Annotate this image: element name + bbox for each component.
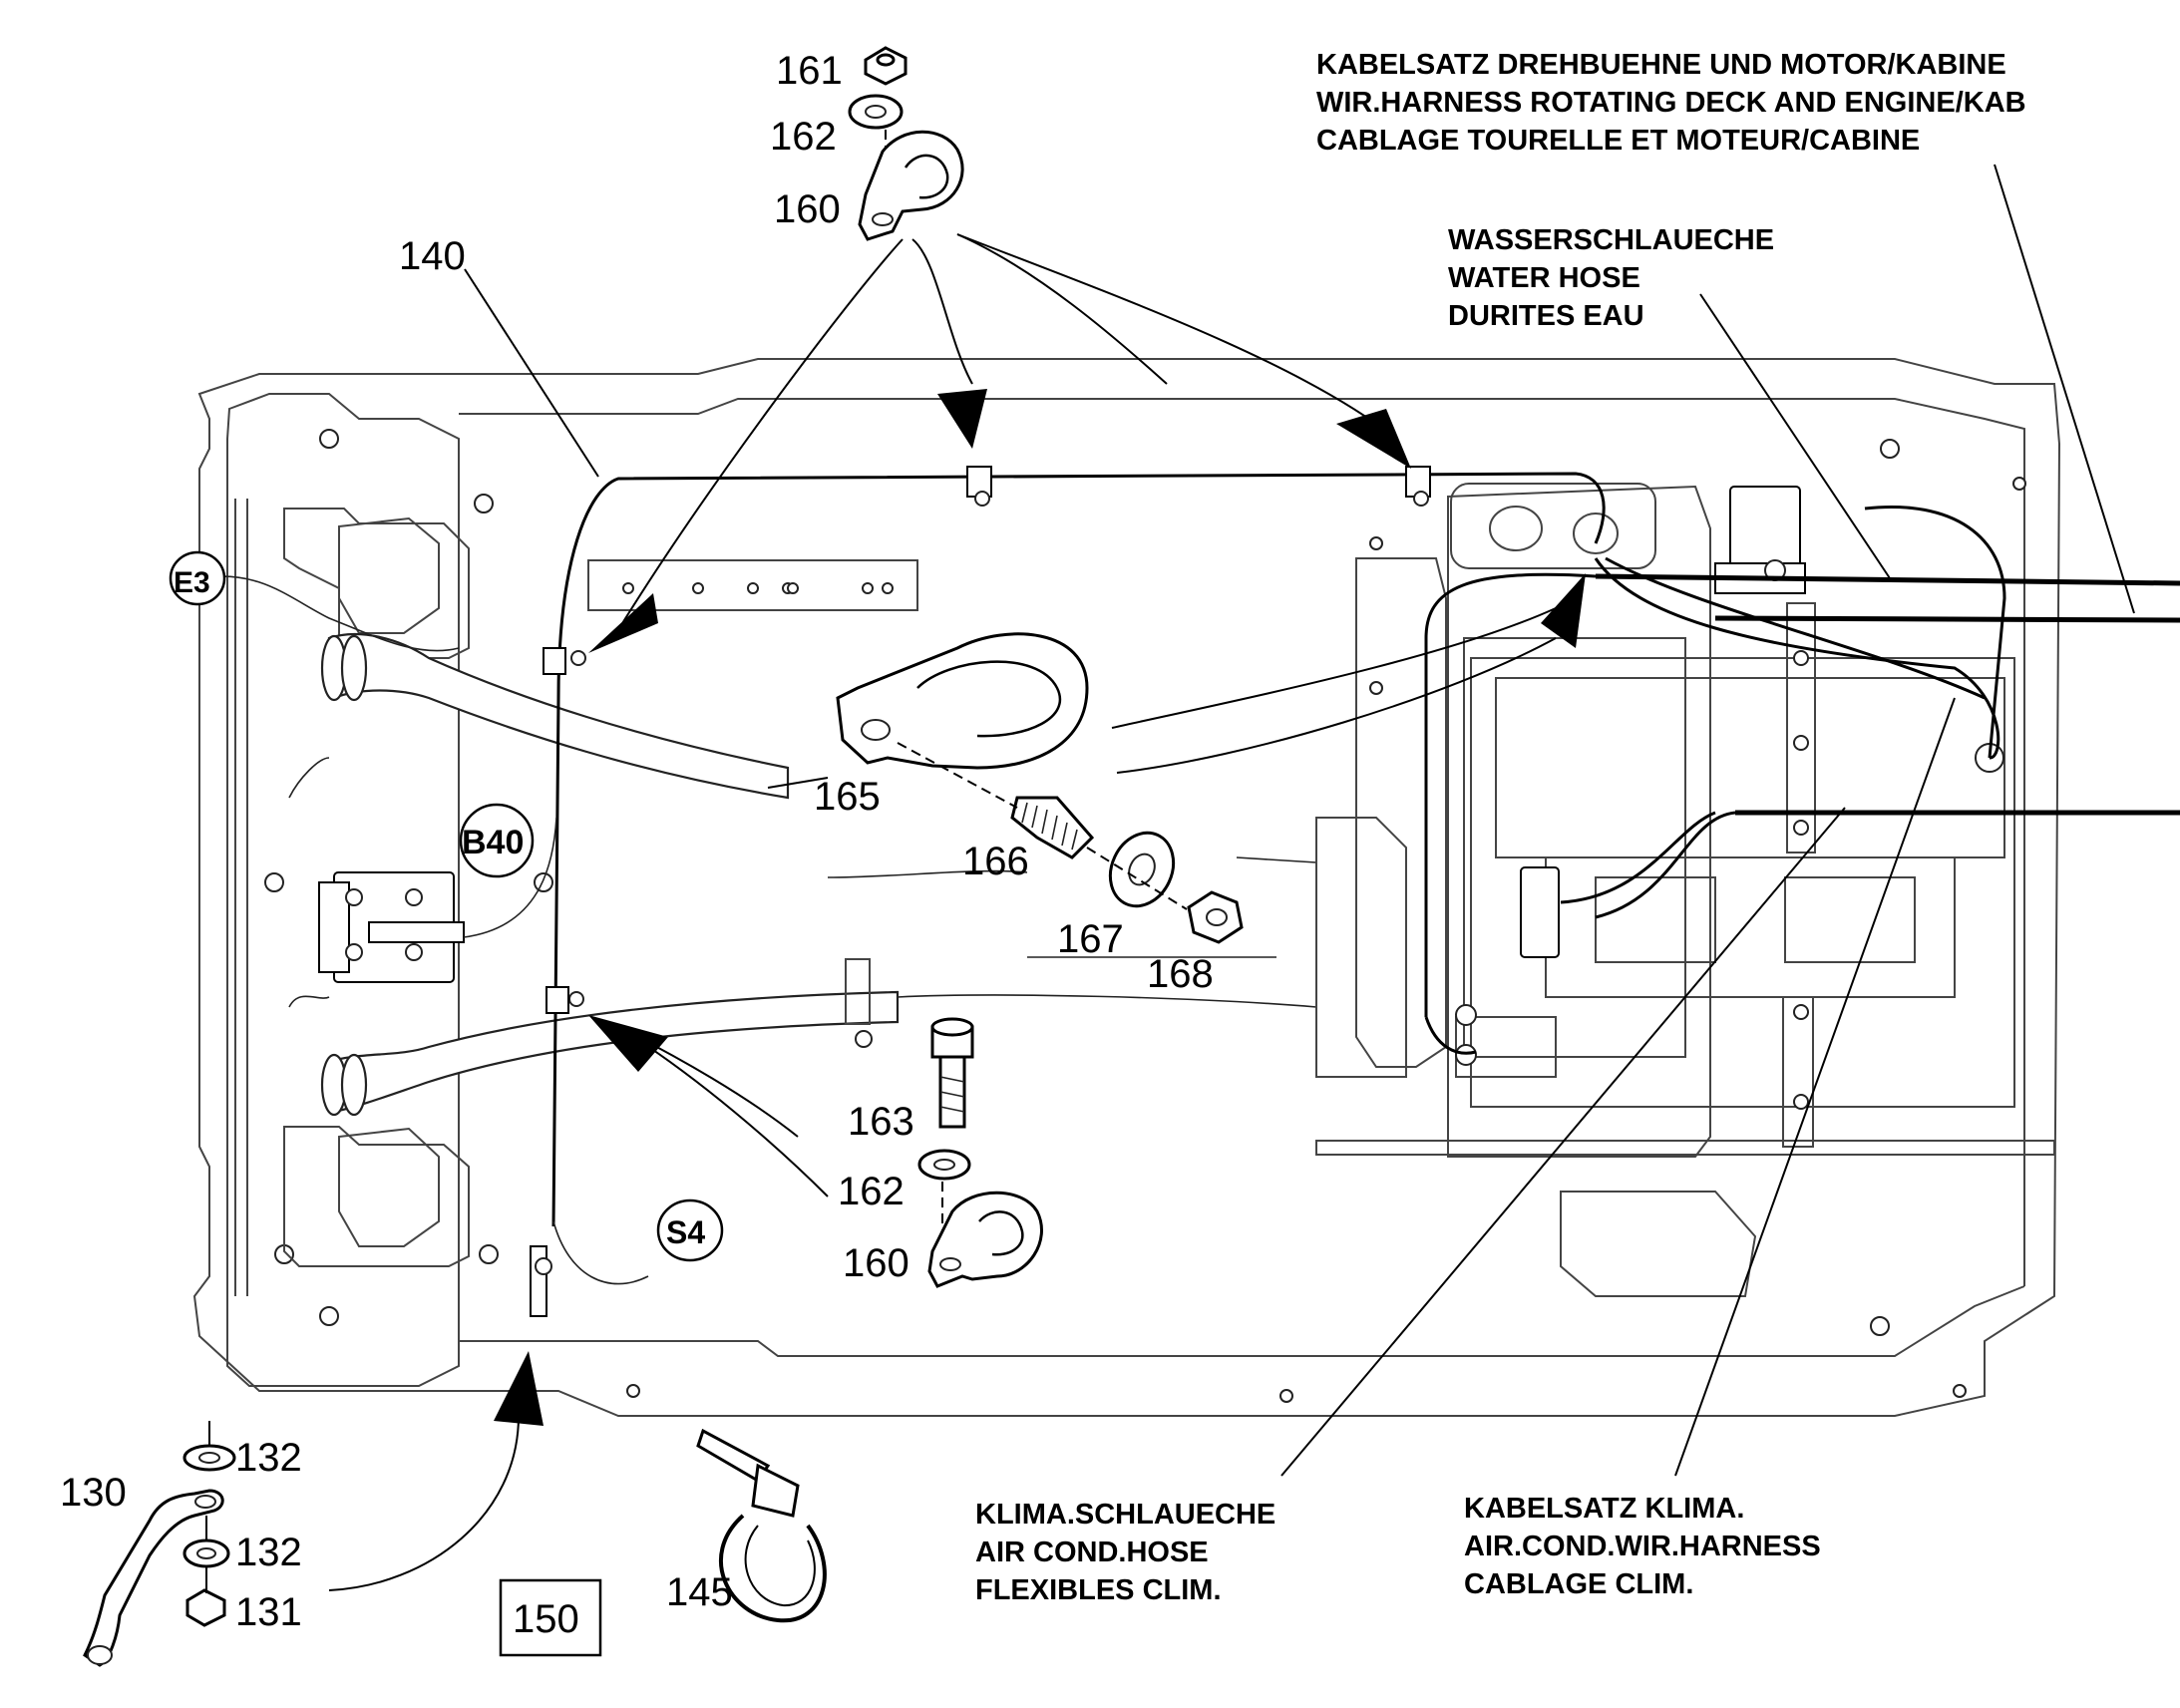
callout-labels: 161 162 160 140 165 166 167 168 163 162 … [60,49,1214,1657]
callout-130: 130 [60,1471,127,1515]
washer-167 [1108,831,1176,908]
left-bracket-lower [283,1126,470,1267]
caption-aircond-hose-en: AIR COND.HOSE [975,1537,1209,1568]
caption-aircond-hose-fr: FLEXIBLES CLIM. [975,1574,1222,1606]
left-bracket-upper [283,508,470,659]
caption-harness-deck-en: WIR.HARNESS ROTATING DECK AND ENGINE/KAB [1316,87,2026,119]
caption-aircond-hose-de: KLIMA.SCHLAUECHE [975,1499,1275,1531]
bottom-clamp-assembly [917,1017,1043,1288]
callout-140: 140 [399,234,466,278]
arrows [328,233,1586,1591]
caption-water-hose-fr: DURITES EAU [1448,300,1644,332]
caption-harness-deck-de: KABELSATZ DREHBUEHNE UND MOTOR/KABINE [1316,49,2006,81]
callout-132-bottom: 132 [235,1531,302,1574]
caption-aircond-harness: KABELSATZ KLIMA. AIR.COND.WIR.HARNESS CA… [1464,1493,1821,1600]
caption-aircond-harness-de: KABELSATZ KLIMA. [1464,1493,1744,1525]
caption-water-hose: WASSERSCHLAUECHE WATER HOSE DURITES EAU [1448,224,1774,332]
tag-s4: S4 [666,1214,705,1250]
tag-b40: B40 [462,824,524,861]
callout-162-top: 162 [770,115,837,159]
component-tags: E3 B40 S4 [169,550,724,1262]
caption-harness-deck-fr: CABLAGE TOURELLE ET MOTEUR/CABINE [1316,125,1920,157]
caption-harness-deck: KABELSATZ DREHBUEHNE UND MOTOR/KABINE WI… [1316,49,2026,157]
cable-tie-145 [696,1428,827,1623]
top-clamp-assembly [848,46,964,241]
right-air-cond-unit [1315,483,2015,1297]
callout-132-top: 132 [235,1436,302,1480]
callout-150: 150 [513,1597,579,1641]
callout-163: 163 [848,1100,914,1144]
cable-deck-harness [1424,506,2180,1055]
callout-160-bottom: 160 [843,1241,909,1285]
callout-161: 161 [776,49,843,93]
leader-lines [464,164,2135,1477]
spring-166 [1010,796,1095,859]
caption-water-hose-de: WASSERSCHLAUECHE [1448,224,1774,256]
callout-167: 167 [1057,917,1124,961]
callout-131: 131 [235,1590,302,1634]
nut-168 [897,742,1244,944]
harness-140 [198,466,1606,1317]
lever-assembly [83,1421,236,1667]
tag-e3: E3 [174,566,210,599]
caption-aircond-harness-en: AIR.COND.WIR.HARNESS [1464,1531,1821,1562]
terminal-block [318,871,465,983]
callout-166: 166 [962,840,1029,883]
callout-160-top: 160 [774,187,841,231]
callout-145: 145 [666,1570,733,1614]
center-hoses [827,856,1317,1048]
callout-168: 168 [1147,952,1214,996]
clamp-165 [836,632,1089,770]
mounting-holes [264,429,2026,1403]
callout-165: 165 [814,775,881,819]
caption-aircond-harness-fr: CABLAGE CLIM. [1464,1568,1693,1600]
caption-water-hose-en: WATER HOSE [1448,262,1640,294]
base-plate [192,358,2061,1417]
callout-162-bottom: 162 [838,1170,905,1213]
caption-aircond-hose: KLIMA.SCHLAUECHE AIR COND.HOSE FLEXIBLES… [975,1499,1275,1606]
